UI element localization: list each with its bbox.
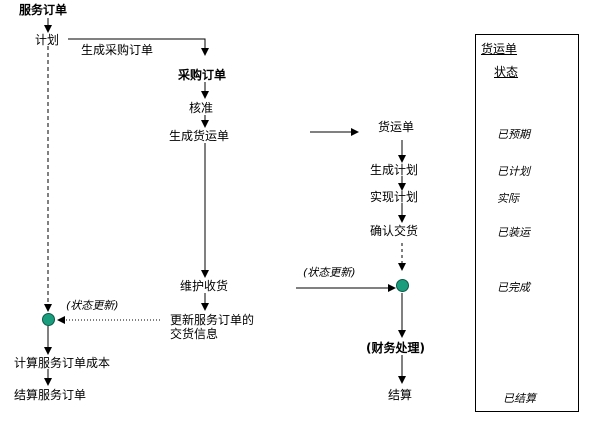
status-planned: 已计划	[497, 165, 530, 178]
status-completed: 已完成	[497, 281, 530, 294]
service-order-title: 服务订单	[19, 3, 68, 17]
update-service-order-label-1: 更新服务订单的	[170, 313, 255, 327]
left-status-node	[42, 313, 55, 326]
confirm-delivery-label: 确认交货	[370, 224, 419, 238]
finance-processing-label: (财务处理)	[366, 341, 425, 355]
plan-label: 计划	[35, 33, 60, 47]
arrow-plan-to-purchase	[68, 38, 209, 56]
settle-label: 结算	[388, 388, 413, 402]
right-status-update-note: (状态更新)	[303, 266, 356, 279]
left-status-update-note: (状态更新)	[66, 299, 119, 312]
status-settled: 已结算	[503, 392, 536, 405]
delivery-note-title: 货运单	[378, 120, 415, 134]
purchase-order-title: 采购订单	[178, 68, 227, 82]
maintain-receipt-label: 维护收货	[180, 279, 229, 293]
right-status-node	[396, 279, 409, 292]
update-service-order-label-2: 交货信息	[170, 327, 219, 341]
actual-plan-label: 实现计划	[370, 190, 419, 204]
status-panel	[475, 34, 579, 412]
status-actual: 实际	[497, 192, 519, 205]
status-panel-subtitle: 状态	[494, 65, 519, 79]
status-expected: 已预期	[497, 128, 530, 141]
calc-cost-label: 计算服务订单成本	[14, 356, 111, 370]
settle-service-order-label: 结算服务订单	[14, 388, 87, 402]
create-purchase-order-label: 生成采购订单	[81, 43, 154, 57]
status-panel-title: 货运单	[481, 42, 518, 56]
generate-delivery-label: 生成货运单	[169, 129, 230, 143]
create-plan-label: 生成计划	[370, 163, 419, 177]
approve-label: 核准	[189, 101, 214, 115]
status-shipped: 已装运	[497, 226, 530, 239]
